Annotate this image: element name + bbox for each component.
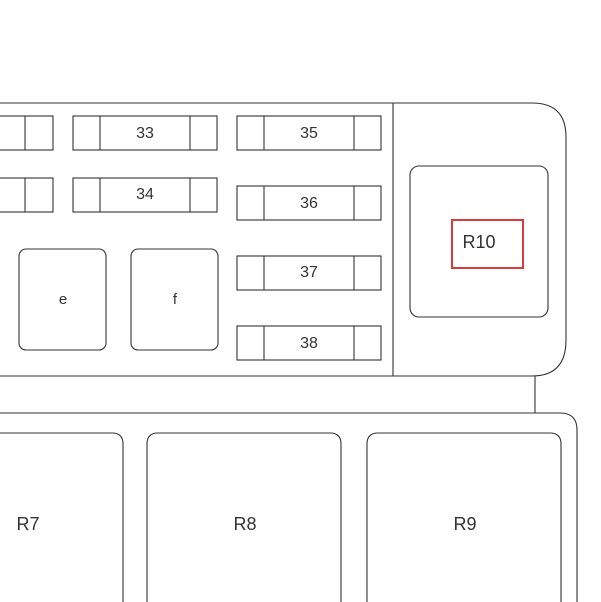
fuse-37: 37 (236, 255, 382, 291)
fuse-34: 34 (72, 177, 218, 213)
fuse-36-label: 36 (300, 195, 318, 212)
slot-f: f (130, 248, 219, 351)
relay-r8: R8 (146, 432, 342, 602)
fuse-37-label: 37 (300, 264, 318, 281)
lower-panel-outline (0, 412, 578, 602)
fuse-33-label: 33 (136, 125, 154, 142)
highlight-box (451, 219, 524, 269)
slot-f-label: f (173, 291, 178, 308)
fuse-34-label: 34 (136, 186, 154, 203)
fuse-partial-top-left (0, 115, 54, 151)
relay-r10: R10 (409, 165, 549, 318)
fuse-35-label: 35 (300, 125, 318, 142)
relay-r7: R7 (0, 432, 124, 602)
relay-r10-label: R10 (462, 232, 495, 252)
slot-e: e (18, 248, 107, 351)
relay-r9-label: R9 (453, 514, 476, 534)
fuse-35: 35 (236, 115, 382, 151)
fuse-33: 33 (72, 115, 218, 151)
fuse-38: 38 (236, 325, 382, 361)
fuse-36: 36 (236, 185, 382, 221)
fuse-partial-mid-left (0, 177, 54, 213)
slot-e-label: e (59, 291, 67, 308)
fuse-38-label: 38 (300, 335, 318, 352)
relay-r7-label: R7 (16, 514, 39, 534)
relay-r9: R9 (366, 432, 562, 602)
relay-r8-label: R8 (233, 514, 256, 534)
upper-panel-outline (0, 102, 567, 377)
